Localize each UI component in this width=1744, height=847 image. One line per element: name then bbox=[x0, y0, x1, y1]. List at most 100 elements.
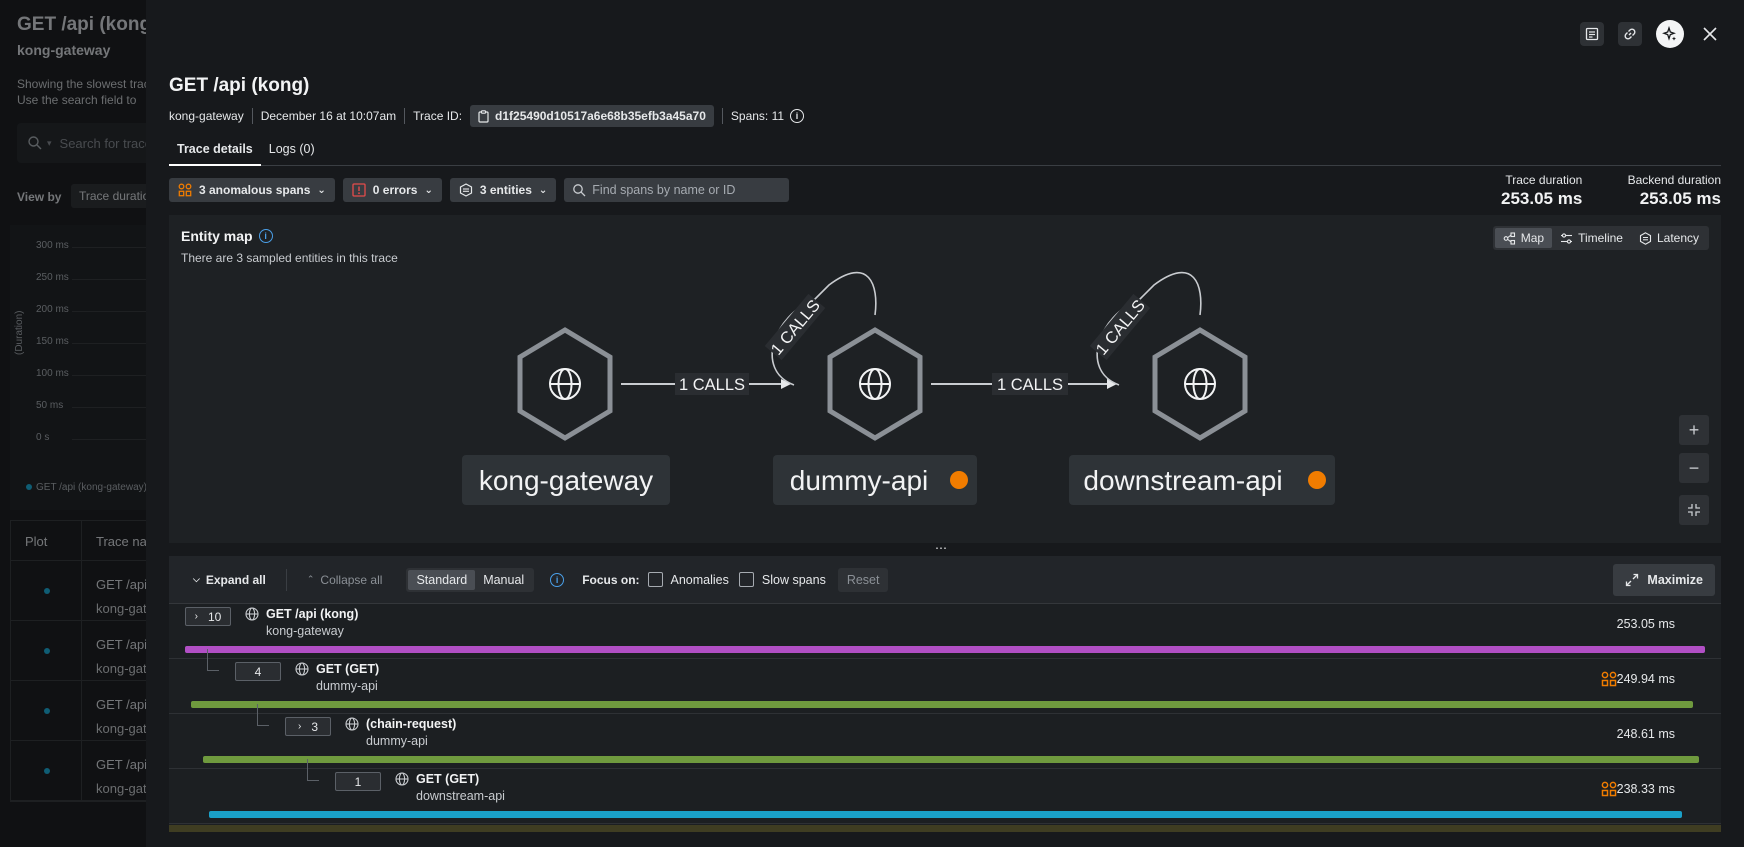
backend-duration-value: 253.05 ms bbox=[1639, 189, 1721, 208]
span-children-toggle[interactable]: ›10 bbox=[185, 607, 231, 626]
fit-view-button[interactable] bbox=[1679, 495, 1709, 525]
bg-y-tick: 200 ms bbox=[36, 304, 69, 315]
anomalous-spans-filter[interactable]: 3 anomalous spans ⌄ bbox=[169, 178, 335, 202]
zoom-in-button[interactable]: + bbox=[1679, 415, 1709, 445]
maximize-button[interactable]: Maximize bbox=[1613, 563, 1715, 596]
anomaly-icon bbox=[1601, 671, 1617, 687]
mode-manual-button[interactable]: Manual bbox=[483, 572, 525, 587]
span-children-toggle[interactable]: 4 bbox=[235, 662, 281, 681]
notes-button[interactable] bbox=[1580, 22, 1604, 46]
bg-gridline bbox=[72, 375, 146, 376]
self-call-label: 1 CALLS bbox=[1093, 297, 1149, 359]
expand-all-button[interactable]: ⌵ Expand all bbox=[193, 573, 266, 587]
info-icon[interactable]: i bbox=[550, 572, 565, 587]
bg-search-input[interactable]: ▾ Search for traces bbox=[17, 123, 146, 163]
bg-view-by-select[interactable]: Trace duration bbox=[71, 184, 146, 208]
node-dummy-api[interactable]: dummy-api bbox=[773, 327, 977, 505]
bg-table-header: Plot Trace name bbox=[11, 521, 146, 561]
anomaly-indicator bbox=[950, 471, 968, 489]
globe-icon bbox=[859, 368, 891, 400]
chevron-right-icon: › bbox=[297, 721, 302, 732]
reset-button[interactable]: Reset bbox=[837, 567, 889, 592]
trace-service[interactable]: kong-gateway bbox=[169, 109, 244, 123]
ai-assistant-button[interactable] bbox=[1656, 20, 1684, 48]
bg-trace-service: kong-gateway bbox=[96, 601, 146, 616]
span-toolbar: ⌵ Expand all ⌃ Collapse all Standard Man… bbox=[169, 556, 1721, 604]
edge-kong-to-dummy[interactable]: 1 CALLS bbox=[621, 373, 791, 395]
chevron-down-icon: ▾ bbox=[47, 137, 52, 148]
span-duration: 249.94 ms bbox=[1616, 672, 1675, 686]
globe-icon bbox=[345, 717, 359, 731]
edge-dummy-to-downstream[interactable]: 1 CALLS bbox=[931, 373, 1117, 395]
link-icon bbox=[1624, 28, 1636, 40]
entity-map-title: Entity map i bbox=[181, 228, 273, 244]
entities-filter-label: 3 entities bbox=[479, 183, 532, 197]
resize-handle[interactable]: ⋯ bbox=[935, 541, 948, 555]
collapse-all-button[interactable]: ⌃ Collapse all bbox=[307, 573, 383, 587]
bg-trace-service: kong-gateway bbox=[96, 661, 146, 676]
collapse-all-label: Collapse all bbox=[320, 572, 383, 587]
span-children-toggle[interactable]: ›3 bbox=[285, 717, 331, 736]
entities-filter[interactable]: 3 entities ⌄ bbox=[449, 178, 557, 202]
background-page: GET /api (kong) kong-gateway Showing the… bbox=[0, 0, 146, 847]
zoom-out-button[interactable]: − bbox=[1679, 453, 1709, 483]
trace-title: GET /api (kong) bbox=[169, 75, 310, 96]
chevron-down-icon: ⌵ bbox=[193, 574, 200, 584]
span-search-placeholder: Find spans by name or ID bbox=[592, 183, 736, 197]
info-icon[interactable]: i bbox=[258, 229, 273, 243]
notes-icon bbox=[1585, 27, 1599, 41]
maximize-label: Maximize bbox=[1647, 572, 1703, 587]
globe-icon bbox=[1184, 368, 1216, 400]
errors-filter-label: 0 errors bbox=[372, 183, 418, 197]
bg-description-line: Showing the slowest traces bbox=[17, 77, 146, 91]
tab-logs[interactable]: Logs (0) bbox=[268, 142, 315, 156]
tab-trace-details[interactable]: Trace details bbox=[169, 140, 261, 166]
span-duration: 238.33 ms bbox=[1616, 782, 1675, 796]
node-kong-gateway[interactable]: kong-gateway bbox=[462, 327, 670, 505]
span-children-toggle[interactable]: 1 bbox=[335, 772, 381, 791]
overlay-dim[interactable] bbox=[0, 0, 146, 847]
backend-duration-label: Backend duration bbox=[1627, 173, 1721, 187]
anomalous-filter-label: 3 anomalous spans bbox=[199, 183, 311, 197]
slow-spans-checkbox[interactable] bbox=[738, 572, 754, 587]
bg-search-placeholder: Search for traces bbox=[59, 135, 146, 151]
globe-icon bbox=[395, 772, 409, 786]
span-duration: 248.61 ms bbox=[1616, 727, 1675, 741]
span-duration-bar bbox=[185, 646, 1705, 653]
node-downstream-api[interactable]: downstream-api bbox=[1069, 327, 1335, 505]
bg-description: Showing the slowest traces Use the searc… bbox=[17, 76, 146, 108]
info-icon[interactable]: i bbox=[790, 109, 805, 123]
chevron-right-icon: › bbox=[194, 611, 198, 622]
anomaly-icon bbox=[1601, 781, 1617, 797]
span-name-text: GET (GET) bbox=[416, 772, 480, 786]
anomalies-checkbox[interactable] bbox=[647, 572, 663, 587]
view-latency-button[interactable]: Latency bbox=[1631, 228, 1707, 248]
close-button[interactable] bbox=[1698, 22, 1722, 46]
bg-trace-name: GET /api bbox=[96, 697, 146, 712]
bg-y-tick: 0 s bbox=[36, 432, 50, 443]
next-span-row bbox=[169, 825, 1721, 832]
view-timeline-button[interactable]: Timeline bbox=[1552, 228, 1631, 248]
span-search-input[interactable]: Find spans by name or ID bbox=[564, 178, 790, 202]
bg-gridline bbox=[72, 407, 146, 408]
span-name-text: GET (GET) bbox=[316, 662, 380, 676]
view-map-button[interactable]: Map bbox=[1494, 228, 1553, 248]
bg-y-tick: 300 ms bbox=[36, 240, 69, 251]
bg-col-trace-name: Trace name bbox=[96, 534, 146, 549]
errors-filter[interactable]: 0 errors ⌄ bbox=[342, 178, 442, 202]
trace-id-copy[interactable]: d1f25490d10517a6e68b35efb3a45a70 bbox=[470, 105, 714, 127]
mode-standard-button[interactable]: Standard bbox=[408, 569, 476, 590]
sparkle-icon bbox=[1662, 26, 1676, 41]
copy-link-button[interactable] bbox=[1618, 22, 1642, 46]
maximize-icon bbox=[1626, 573, 1639, 586]
